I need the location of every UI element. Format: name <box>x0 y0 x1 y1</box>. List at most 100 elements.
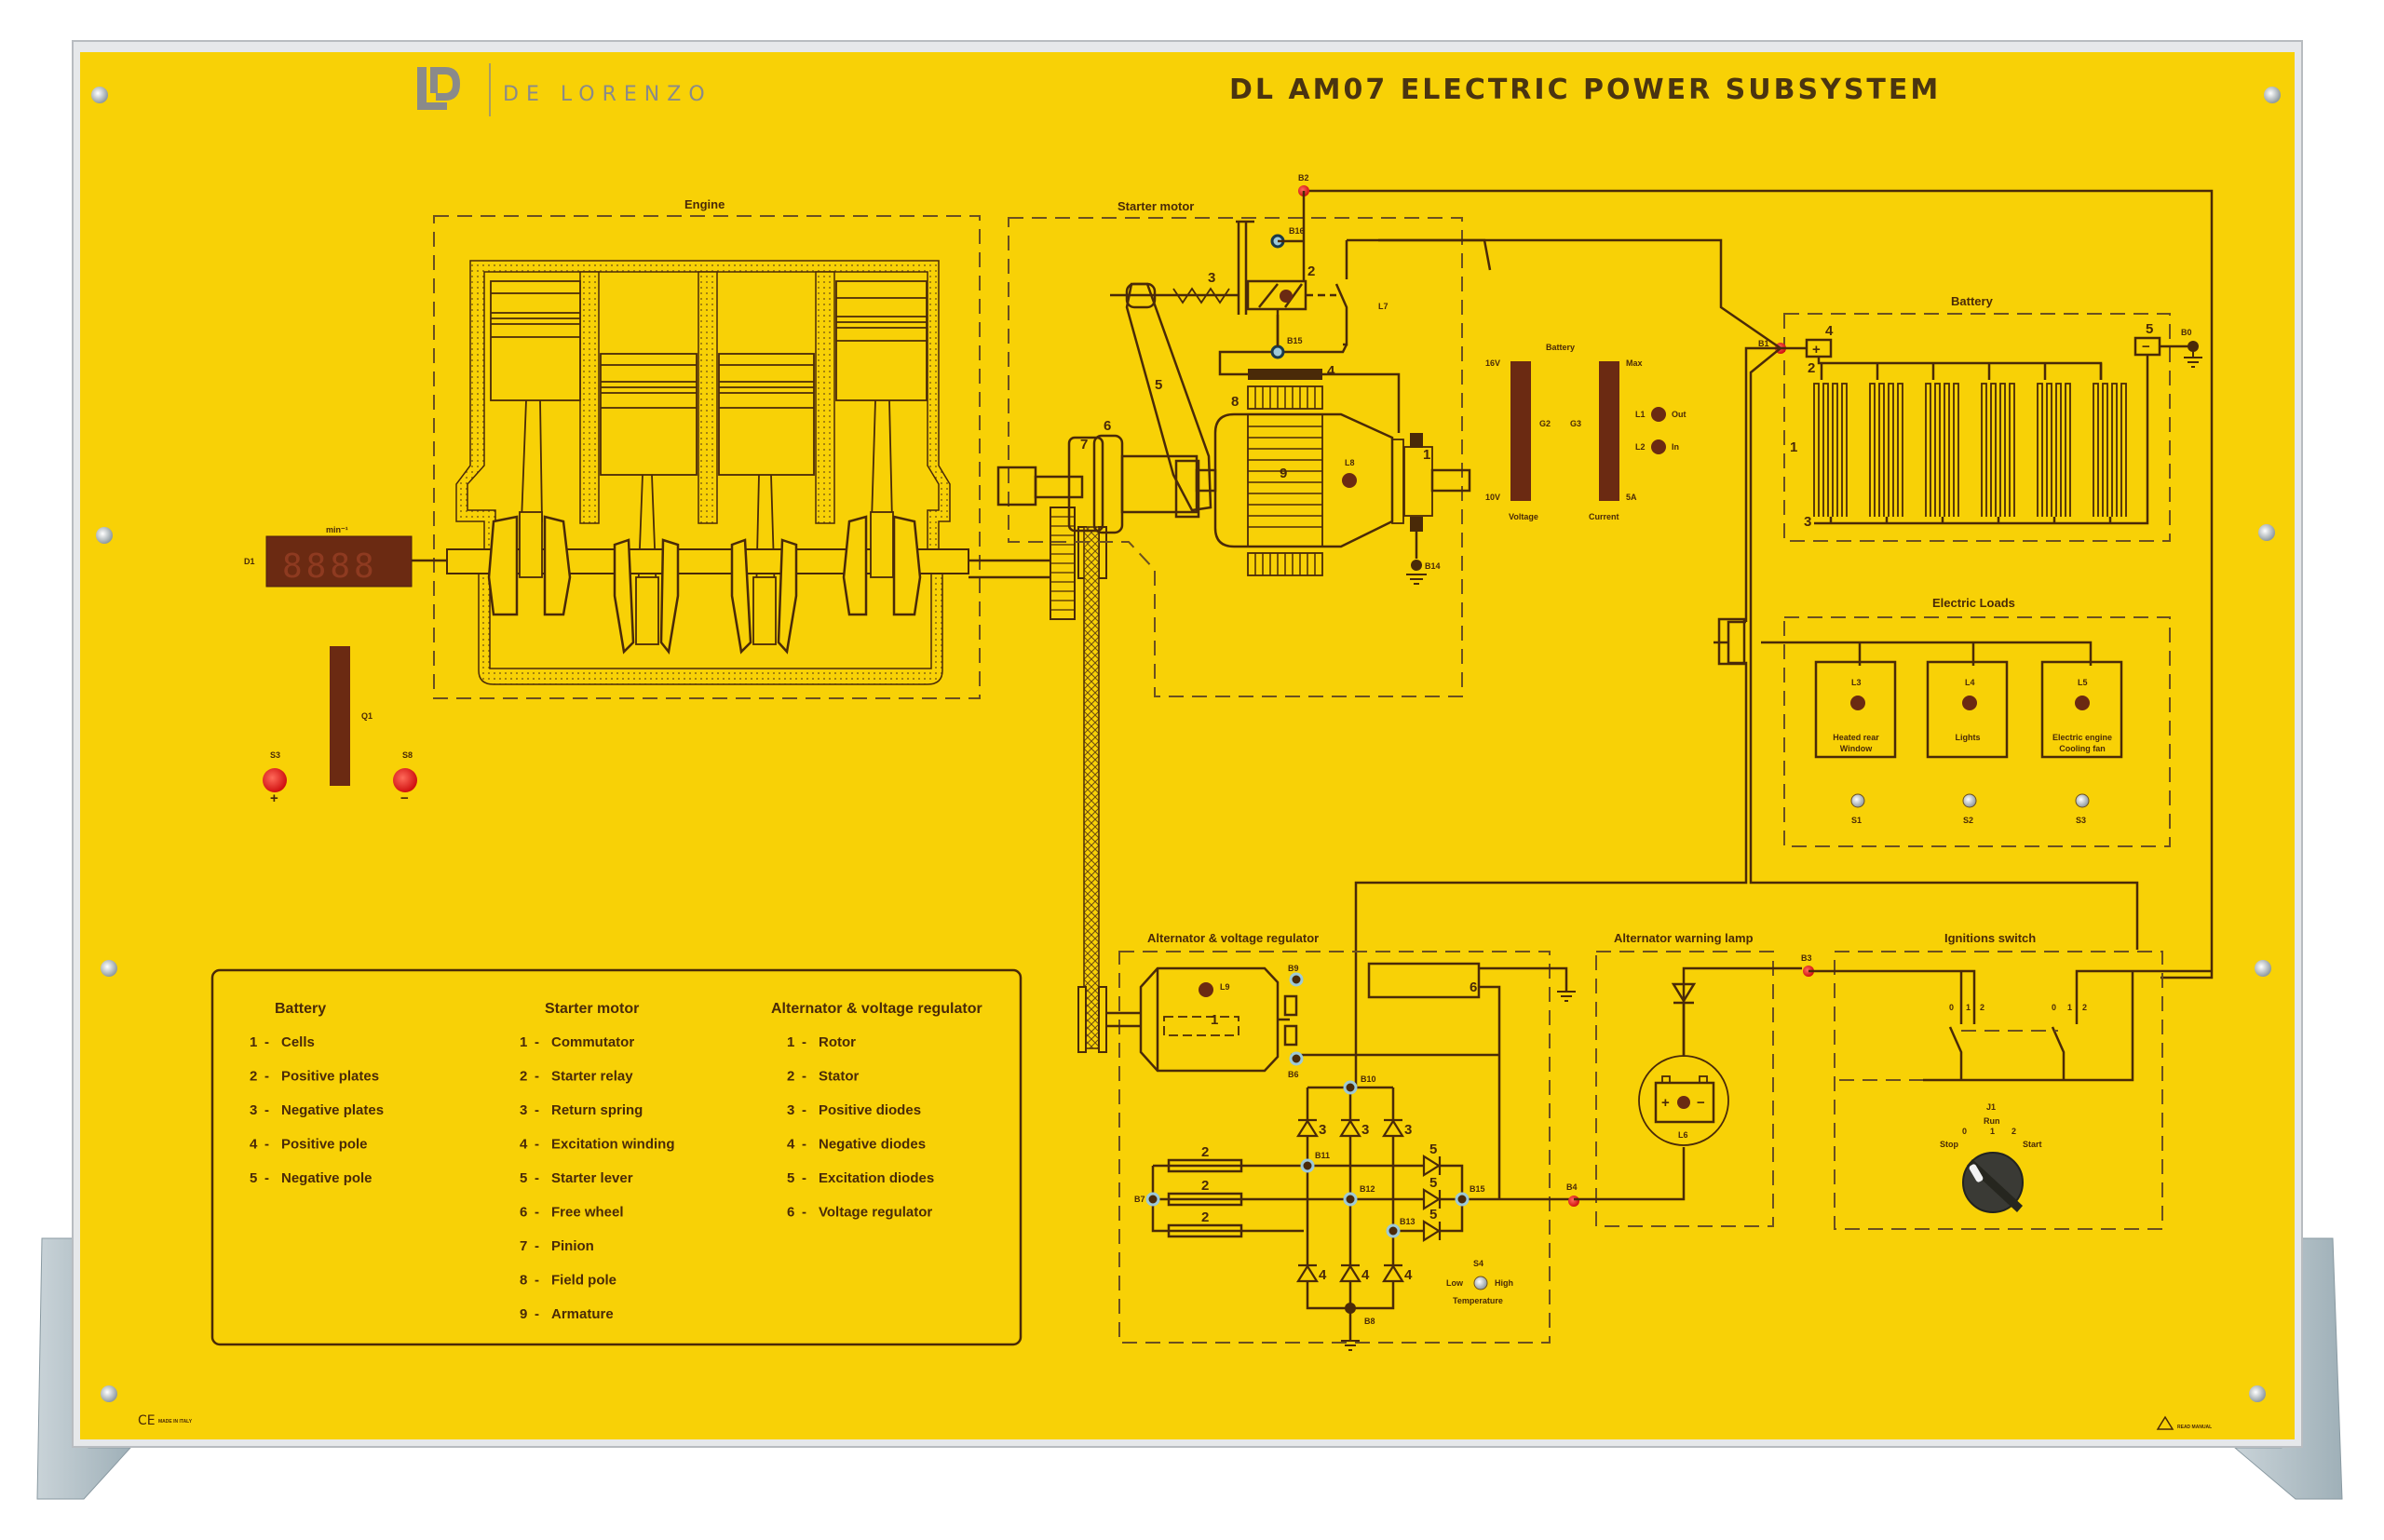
svg-text:L7: L7 <box>1378 302 1388 311</box>
socket-B9[interactable] <box>1289 972 1304 987</box>
legend-heading: Battery <box>275 1001 326 1017</box>
svg-text:-: - <box>802 1205 806 1221</box>
svg-text:Window: Window <box>1840 744 1873 753</box>
toggle-switch-S3[interactable] <box>2075 793 2090 808</box>
diode-icon: 3 <box>1339 1118 1369 1138</box>
ignition-key-switch[interactable] <box>1962 1152 2024 1213</box>
socket-B12[interactable] <box>1343 1192 1358 1207</box>
svg-text:Cells: Cells <box>281 1034 315 1050</box>
diode-icon: 5 <box>1422 1175 1442 1210</box>
svg-text:Low: Low <box>1446 1278 1464 1288</box>
battery-out-indicator <box>1651 407 1666 422</box>
drive-belt <box>1083 526 1100 1049</box>
legend-item: 7-Pinion <box>520 1238 594 1254</box>
svg-text:4: 4 <box>1319 1267 1327 1283</box>
screw-icon <box>2258 524 2275 541</box>
legend-box <box>210 968 1023 1346</box>
temperature-switch-S4[interactable] <box>1473 1276 1488 1290</box>
svg-text:2: 2 <box>520 1069 527 1085</box>
svg-text:5: 5 <box>1155 377 1162 393</box>
svg-text:B10: B10 <box>1361 1074 1376 1084</box>
speed-down-button[interactable] <box>393 768 417 792</box>
svg-text:3: 3 <box>1804 514 1811 530</box>
svg-text:Current: Current <box>1589 512 1619 521</box>
socket-B4[interactable] <box>1568 1196 1579 1207</box>
svg-text:S2: S2 <box>1963 816 1973 825</box>
screw-icon <box>101 960 117 977</box>
svg-text:-: - <box>802 1170 806 1186</box>
svg-text:-: - <box>264 1069 269 1085</box>
svg-text:B12: B12 <box>1360 1184 1375 1194</box>
svg-text:-: - <box>535 1102 539 1118</box>
socket-B15-output[interactable] <box>1455 1192 1470 1207</box>
electric-loads-section-frame <box>1783 616 2171 847</box>
engine-diagram <box>410 260 969 685</box>
brand-name: DE LORENZO <box>503 83 712 106</box>
svg-text:B15: B15 <box>1470 1184 1485 1194</box>
diode-icon: 3 <box>1296 1118 1326 1138</box>
svg-text:Positive plates: Positive plates <box>281 1069 379 1085</box>
svg-text:Max: Max <box>1626 358 1643 368</box>
socket-B8[interactable] <box>1345 1303 1356 1314</box>
legend-item: 1-Cells <box>250 1034 315 1050</box>
socket-B14[interactable] <box>1411 560 1422 571</box>
ignition-contacts: 0 1 2 0 1 2 <box>1808 969 2212 1082</box>
battery-cell <box>1863 363 1910 523</box>
legend-item: 6-Voltage regulator <box>787 1205 932 1221</box>
svg-text:1: 1 <box>250 1034 257 1050</box>
socket-B13[interactable] <box>1386 1223 1401 1238</box>
svg-text:G3: G3 <box>1570 419 1581 428</box>
battery-cell <box>2031 363 2078 523</box>
diode-icon: 4 <box>1296 1263 1327 1283</box>
speed-up-button[interactable] <box>263 768 287 792</box>
svg-text:B7: B7 <box>1134 1195 1145 1204</box>
socket-B6[interactable] <box>1289 1051 1304 1066</box>
svg-text:6: 6 <box>520 1205 527 1221</box>
speed-down-button-label: S8 <box>402 750 413 760</box>
svg-text:−: − <box>2142 339 2150 355</box>
brand-logo: DE LORENZO <box>417 63 712 116</box>
warning-lamp-diagram: + − L6 <box>1574 966 1802 1201</box>
legend-item: 8-Field pole <box>520 1273 616 1289</box>
svg-text:S3: S3 <box>2076 816 2086 825</box>
legend-item: 2-Stator <box>787 1069 860 1085</box>
svg-text:5: 5 <box>250 1170 257 1186</box>
svg-text:3: 3 <box>1208 270 1215 286</box>
svg-text:1: 1 <box>1211 1012 1218 1028</box>
svg-text:2: 2 <box>1307 263 1315 279</box>
toggle-switch-S2[interactable] <box>1962 793 1977 808</box>
svg-text:4: 4 <box>250 1137 258 1153</box>
legend-item: 4-Negative diodes <box>787 1137 926 1153</box>
screw-icon <box>2255 960 2271 977</box>
cooling-fan-lamp <box>2075 696 2090 710</box>
socket-B11[interactable] <box>1300 1158 1315 1173</box>
made-in-label: MADE IN ITALY <box>158 1419 193 1425</box>
read-manual-label: READ MANUAL <box>2177 1425 2212 1430</box>
svg-text:8: 8 <box>1231 394 1239 410</box>
toggle-switch-S1[interactable] <box>1850 793 1865 808</box>
ignition-section-label: Ignitions switch <box>1944 931 2036 945</box>
diode-icon: 4 <box>1339 1263 1370 1283</box>
legend-item: 2-Starter relay <box>520 1069 633 1085</box>
battery-section-label: Battery <box>1951 294 1994 308</box>
svg-text:S4: S4 <box>1473 1259 1483 1268</box>
legend-item: 5-Starter lever <box>520 1170 633 1186</box>
socket-B10[interactable] <box>1343 1080 1358 1095</box>
svg-text:3: 3 <box>1404 1122 1412 1138</box>
warning-lamp-section-label: Alternator warning lamp <box>1614 931 1754 945</box>
svg-text:4: 4 <box>520 1137 528 1153</box>
diode-icon: 5 <box>1422 1141 1442 1177</box>
svg-text:4: 4 <box>1404 1267 1413 1283</box>
battery-warning-lamp-L6 <box>1677 1096 1690 1109</box>
socket-B15[interactable] <box>1270 344 1285 359</box>
svg-text:L2: L2 <box>1635 442 1646 452</box>
svg-text:Commutator: Commutator <box>551 1034 634 1050</box>
svg-text:4: 4 <box>787 1137 795 1153</box>
socket-B0[interactable] <box>2188 341 2199 352</box>
legend-item: 6-Free wheel <box>520 1205 624 1221</box>
svg-text:L8: L8 <box>1345 458 1355 467</box>
socket-B7[interactable] <box>1145 1192 1160 1207</box>
screw-icon <box>96 527 113 544</box>
svg-text:Temperature: Temperature <box>1453 1296 1503 1305</box>
svg-text:0: 0 <box>2052 1003 2056 1012</box>
